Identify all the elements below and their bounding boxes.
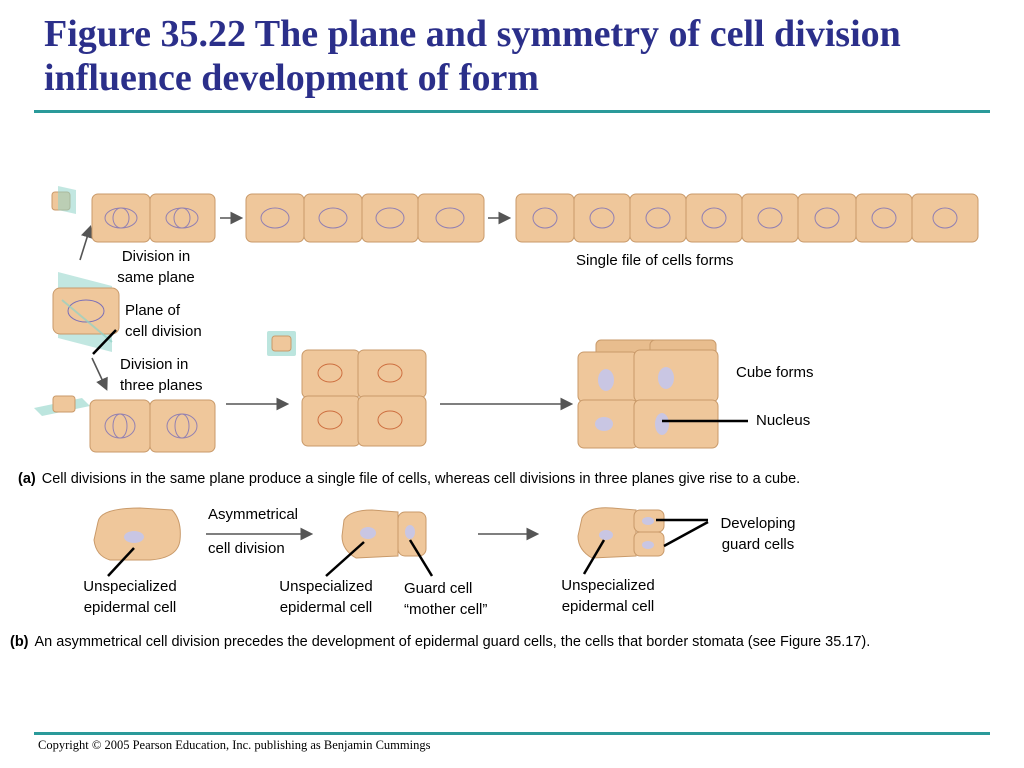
label-asymmetrical: Asymmetrical bbox=[208, 506, 299, 523]
caption-a-letter: (a) bbox=[18, 471, 36, 487]
caption-b-letter: (b) bbox=[10, 634, 29, 650]
label-cell-division: cell division bbox=[208, 540, 285, 557]
label-division-same-plane: Division in same plane bbox=[117, 248, 195, 286]
single-file-4cells bbox=[245, 193, 485, 243]
label-unspecialized-2: Unspecialized epidermal cell bbox=[279, 578, 373, 616]
single-file-8cells bbox=[515, 193, 979, 243]
epidermal-cell-1 bbox=[93, 507, 181, 561]
three-planes-4cells bbox=[301, 349, 427, 447]
title-rule bbox=[34, 110, 990, 113]
pointer-unspec-1 bbox=[107, 547, 135, 577]
label-unspecialized-1: Unspecialized epidermal cell bbox=[83, 578, 177, 616]
epidermal-cell-2 bbox=[341, 509, 427, 559]
pointer-unspec-3 bbox=[582, 539, 606, 575]
caption-b: (b) An asymmetrical cell division precede… bbox=[10, 632, 870, 652]
label-unspecialized-3: Unspecialized epidermal cell bbox=[561, 577, 655, 615]
caption-a: (a) Cell divisions in the same plane prod… bbox=[18, 469, 800, 489]
label-plane-of-division: Plane of cell division bbox=[125, 302, 202, 340]
epidermal-cell-3 bbox=[577, 507, 665, 559]
label-developing-guard-cells: Developing guard cells bbox=[720, 515, 796, 553]
label-cube-forms: Cube forms bbox=[736, 364, 814, 381]
tiny-cell-top bbox=[51, 186, 76, 214]
tiny-cell-left bbox=[34, 395, 90, 416]
arrow-down-division bbox=[91, 357, 108, 391]
label-guard-mother-cell: Guard cell “mother cell” bbox=[404, 580, 488, 618]
three-planes-2cells bbox=[89, 399, 216, 453]
label-single-file: Single file of cells forms bbox=[576, 252, 734, 269]
label-division-three-planes: Division in three planes bbox=[120, 356, 203, 394]
footer-rule bbox=[34, 732, 990, 735]
pointer-plane bbox=[92, 329, 117, 355]
cube bbox=[577, 339, 719, 449]
pointer-unspec-2 bbox=[325, 541, 365, 577]
caption-b-text: An asymmetrical cell division precedes t… bbox=[34, 634, 871, 650]
arrow-up-division bbox=[79, 224, 94, 261]
label-nucleus: Nucleus bbox=[756, 412, 811, 429]
single-file-2cells bbox=[91, 193, 216, 243]
tiny-cell-mid bbox=[267, 331, 296, 356]
caption-a-text: Cell divisions in the same plane produce… bbox=[41, 471, 801, 487]
slide-title: Figure 35.22 The plane and symmetry of c… bbox=[44, 13, 901, 99]
pointer-guard-mother bbox=[408, 539, 434, 577]
starting-cell-with-plane bbox=[52, 272, 120, 352]
copyright-footer: Copyright © 2005 Pearson Education, Inc.… bbox=[38, 738, 431, 752]
pointer-guard-bottom bbox=[663, 520, 709, 548]
